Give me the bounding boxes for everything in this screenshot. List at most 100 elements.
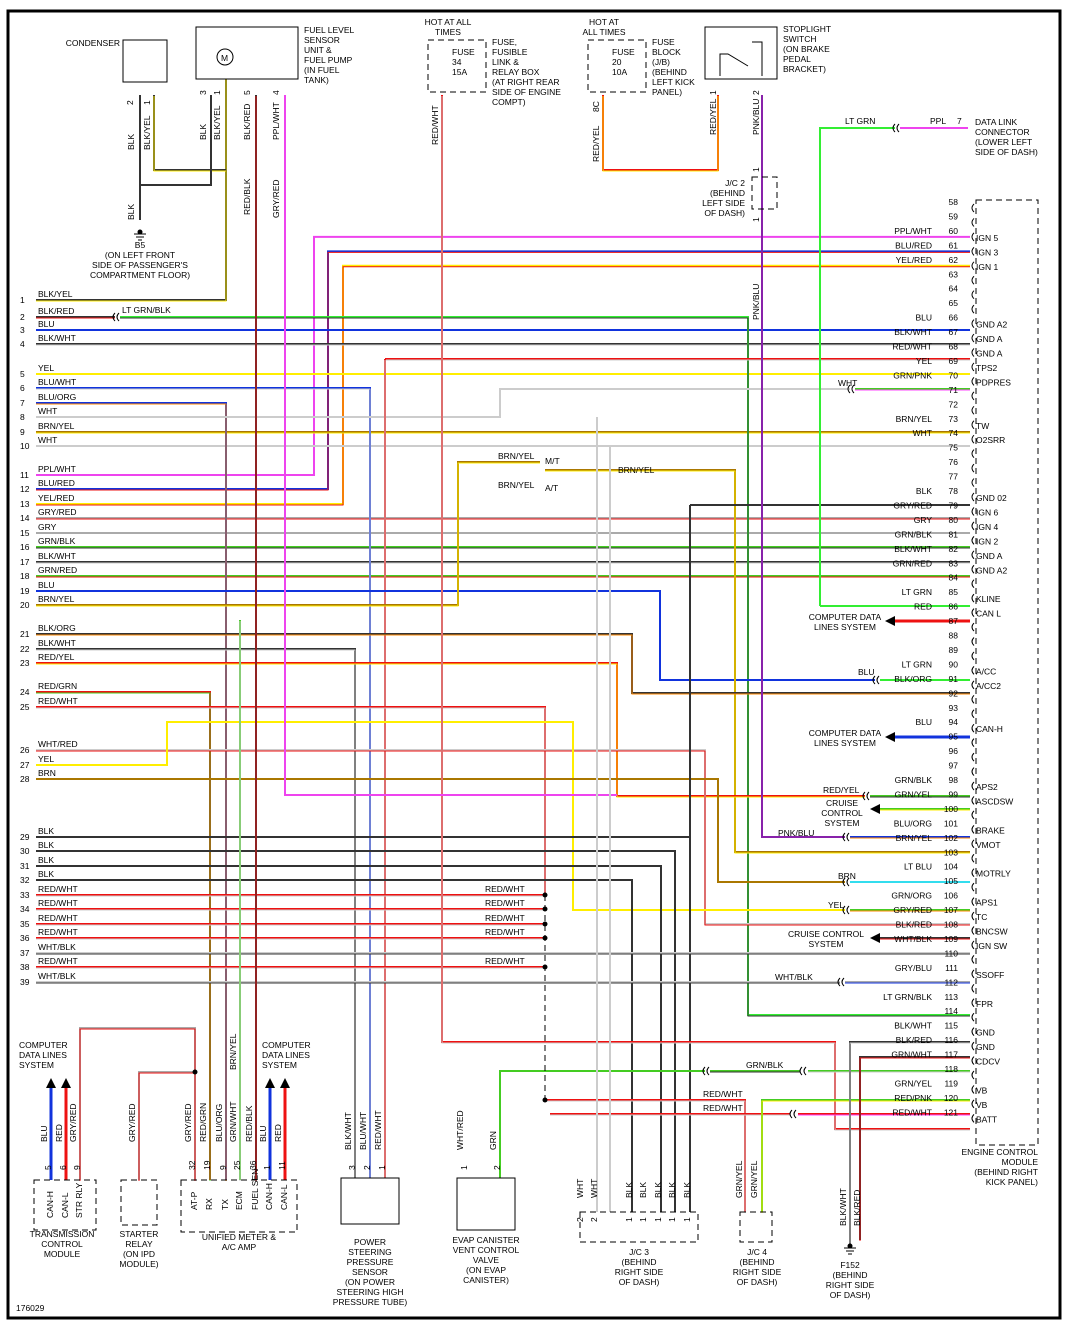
- inline-connector-icon: [892, 123, 900, 133]
- ecm-pin-number: 103: [944, 847, 958, 857]
- harness-wire-21-tracer: [36, 634, 970, 695]
- fuel-sensor-title: SENSOR: [304, 35, 340, 45]
- splice-dot: [542, 892, 548, 898]
- ecm-pin-number: 63: [949, 269, 959, 279]
- fuse20-box: [587, 39, 647, 93]
- ecm-pin-number: 117: [944, 1050, 958, 1060]
- ecm-pin-wire-label: GRN/YEL: [895, 1078, 933, 1088]
- jc2-box: [751, 176, 778, 210]
- ecm-pin-function: GND A: [976, 551, 1003, 561]
- row-wire-label: BLU: [38, 319, 55, 329]
- row-wire-label: BLK: [38, 869, 54, 879]
- ecm-pin-number: 101: [944, 818, 958, 828]
- ecm-pin-connector-icon: [971, 290, 975, 300]
- row-number: 16: [20, 542, 30, 552]
- row-number: 30: [20, 846, 30, 856]
- ecm-pin-function: BRAKE: [976, 825, 1005, 835]
- harness-wire-19: [36, 590, 875, 681]
- ecm-pin-connector-icon: [971, 1085, 975, 1094]
- ecm-pin-connector-icon: [971, 492, 975, 502]
- ecm-pin-wire-label: BLU: [915, 717, 932, 727]
- ecm-pin-connector-icon: [971, 362, 975, 372]
- dlc-title: SIDE OF DASH): [975, 147, 1038, 157]
- ecm-pin-wire-label: BLK/WHT: [894, 544, 932, 554]
- ecm-pin-number: 69: [949, 356, 959, 366]
- f152-title: F152: [840, 1260, 860, 1270]
- pin-number: 1: [682, 1217, 692, 1222]
- wire-label: GRN/WHT: [228, 1101, 238, 1142]
- row-wire-label: RED/WHT: [38, 956, 78, 966]
- wire-label: BLK: [682, 1182, 692, 1198]
- ecm-pin-number: 111: [945, 963, 958, 973]
- row-wire-label: BRN/YEL: [38, 421, 75, 431]
- arrow-up-icon: [280, 1078, 290, 1088]
- row-number: 4: [20, 339, 25, 349]
- jc4-box: [739, 1211, 773, 1243]
- ecm-pin-connector-icon: [971, 781, 975, 791]
- fuse20-location: BLOCK: [652, 47, 681, 57]
- wire-label: PPL/WHT: [271, 102, 281, 140]
- ecm-pin-number: 106: [944, 891, 958, 901]
- fuse34-location: COMPT): [492, 97, 526, 107]
- ecm-pin-connector-icon: [971, 550, 975, 560]
- row-wire-label: WHT/RED: [38, 739, 78, 749]
- ecm-pin-number: 72: [949, 399, 959, 409]
- ecm-pin-function: GND A2: [976, 565, 1007, 575]
- ecm-pin-connector-icon: [971, 1041, 975, 1051]
- ecm-pin-connector-icon: [971, 752, 975, 762]
- row-wire-label: RED/GRN: [38, 681, 77, 691]
- ecm-pin-connector-icon: [971, 1113, 975, 1123]
- ecm-pin-function: A/CC2: [976, 681, 1001, 691]
- motor-icon: [216, 48, 234, 66]
- gnd-wire-116-tracer: [859, 1057, 970, 1241]
- ground-dot: [847, 1243, 853, 1249]
- wire-label: RED: [54, 1124, 64, 1142]
- splice-dot: [542, 906, 548, 912]
- harness-wire-6: [36, 387, 371, 1180]
- row-wire-label: PPL/WHT: [38, 464, 76, 474]
- wire-label: GRN: [488, 1131, 498, 1150]
- ecm-pin-wire-label: BLU/RED: [895, 240, 932, 250]
- pin-function: CAN-H: [45, 1191, 55, 1218]
- ecm-pin-number: 105: [944, 876, 958, 886]
- wire-label: BLK: [638, 1182, 648, 1198]
- wire-label: RED/YEL: [708, 98, 718, 135]
- pin-number: 8C: [591, 101, 601, 112]
- pin-number: 1: [262, 1165, 272, 1170]
- pin-number: 2: [362, 1165, 372, 1170]
- ecm-pin-wire-label: GRN/ORG: [891, 891, 932, 901]
- ground-b5-title: (ON LEFT FRONT: [105, 250, 175, 260]
- harness-wire-32: [36, 879, 633, 1212]
- jc4-title: (BEHIND: [740, 1257, 775, 1267]
- row-wire-label: BLK/YEL: [38, 289, 73, 299]
- fpr-wire-tracer: [120, 317, 970, 1017]
- fuse34-hot: HOT AT ALL: [425, 17, 472, 27]
- fuse34-location: RELAY BOX: [492, 67, 540, 77]
- row-number: 3: [20, 325, 25, 335]
- ecm-pin-number: 116: [944, 1035, 958, 1045]
- ps-sensor-box: [340, 1177, 400, 1225]
- pin-number: 2: [575, 1217, 585, 1222]
- ecm-pin-number: 78: [949, 486, 959, 496]
- wire-label: GRY/RED: [183, 1103, 193, 1142]
- ecm-pin-number: 75: [949, 443, 959, 453]
- fuel-sensor-title: FUEL PUMP: [304, 55, 353, 65]
- ecm-pin-connector-icon: [971, 405, 975, 415]
- ecm-pin-wire-label: WHT: [913, 428, 932, 438]
- ext-wire: YEL: [828, 900, 844, 910]
- ecm-pin-number: 61: [949, 240, 959, 250]
- f152-title: OF DASH): [830, 1290, 871, 1300]
- ecm-pin-connector-icon: [971, 897, 975, 906]
- fuse20-label: FUSE: [612, 47, 635, 57]
- ecm-pin-function: IGN 5: [976, 233, 998, 243]
- ecm-pin-connector-icon: [971, 232, 975, 242]
- evap-title: (ON EVAP: [466, 1265, 506, 1275]
- ecm-pin-connector-icon: [971, 998, 975, 1008]
- jc4-feed-tracer: [545, 1100, 746, 1213]
- wire-label: BLK/WHT: [838, 1188, 848, 1226]
- cruise-label: SYSTEM: [809, 939, 844, 949]
- row-wire-label: WHT: [38, 435, 57, 445]
- row-number: 22: [20, 644, 30, 654]
- row-wire-label: BLU/ORG: [38, 392, 76, 402]
- row-wire-label: GRN/RED: [38, 565, 77, 575]
